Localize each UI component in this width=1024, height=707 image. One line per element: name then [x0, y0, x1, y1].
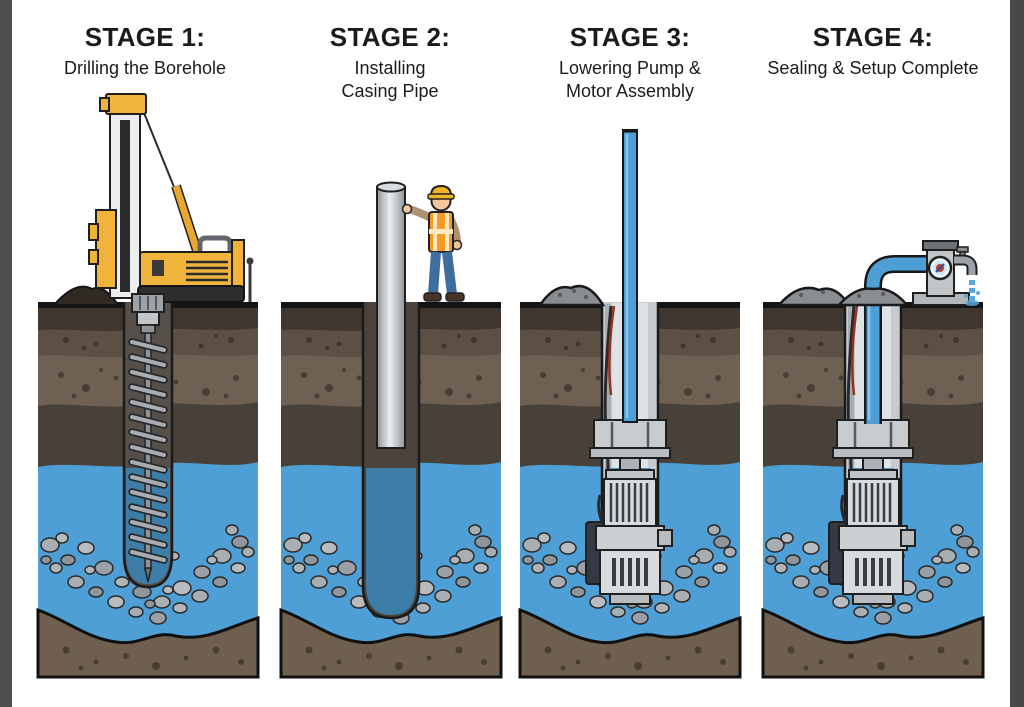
stage-2-illustration: [269, 181, 513, 680]
casing-pipe-icon: [376, 181, 406, 449]
stage-2-header: STAGE 2: Installing Casing Pipe: [280, 22, 500, 102]
worker-icon: [401, 184, 465, 302]
tap-icon: [954, 246, 978, 275]
stage-3-illustration: [508, 129, 752, 680]
stage-1-title: STAGE 1:: [84, 22, 206, 52]
riser-pipe-icon: [622, 129, 638, 423]
stage-3-subtitle: Lowering Pump & Motor Assembly: [558, 58, 702, 101]
stage-1-header: STAGE 1: Drilling the Borehole: [30, 22, 260, 80]
stage-4-subtitle: Sealing & Setup Complete: [767, 58, 979, 78]
drilling-rig-icon: [51, 93, 254, 334]
sealing-mounds: [776, 286, 910, 307]
wellhead-unit-icon: [912, 240, 980, 306]
gravel-mound-icon: [537, 284, 606, 307]
stage-4-header: STAGE 4: Sealing & Setup Complete: [748, 22, 998, 80]
stage-1-illustration: [26, 93, 270, 680]
left-border-strip: [0, 0, 12, 707]
water-stream-icon: [964, 280, 980, 306]
outlet-pipe-icon: [864, 255, 931, 424]
stage-2-subtitle: Installing Casing Pipe: [341, 58, 439, 101]
auger-drill-icon: [128, 329, 168, 583]
stage-2-title: STAGE 2:: [329, 22, 451, 52]
right-border-strip: [1010, 0, 1024, 707]
stage-4-illustration: [751, 240, 995, 680]
stage-1-subtitle: Drilling the Borehole: [63, 58, 227, 78]
stage-4-title: STAGE 4:: [812, 22, 934, 52]
stage-3-header: STAGE 3: Lowering Pump & Motor Assembly: [518, 22, 742, 102]
stage-3-title: STAGE 3:: [569, 22, 691, 52]
